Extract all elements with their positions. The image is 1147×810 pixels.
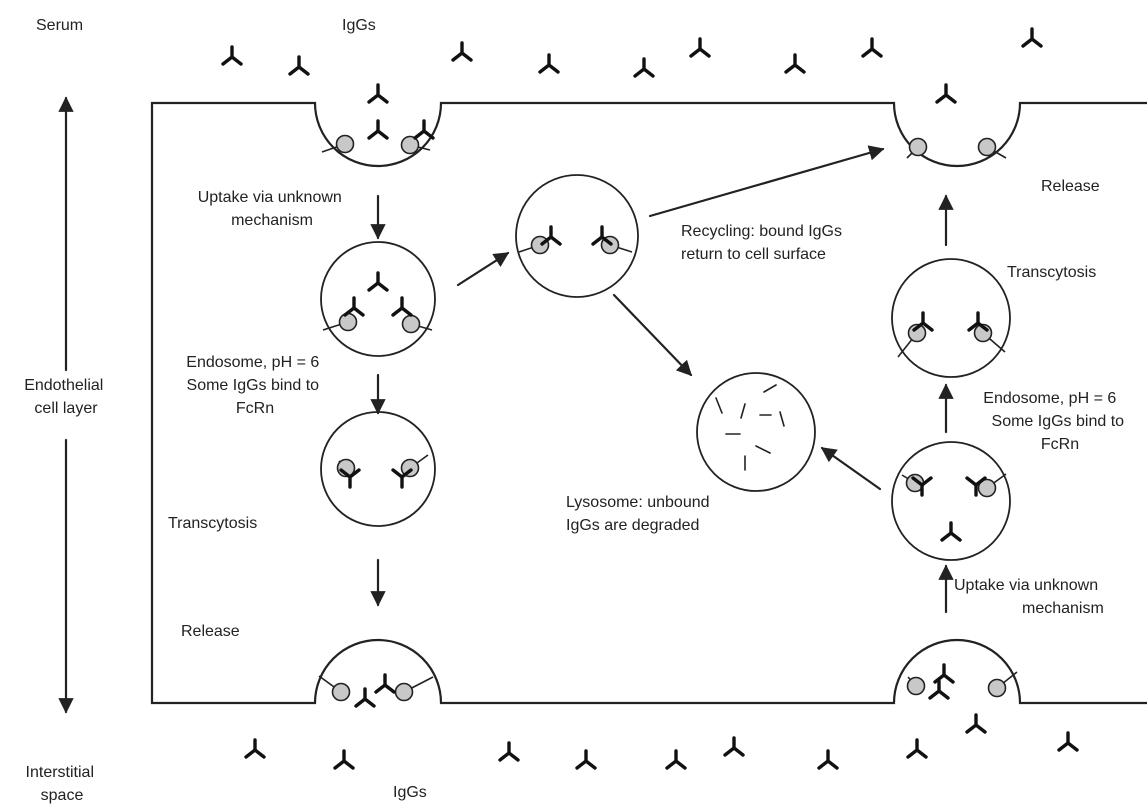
igg-antibody <box>723 736 745 757</box>
igg-antibody <box>784 53 806 74</box>
igg-antibody <box>451 41 473 62</box>
lysosome-label: Lysosome: unbound IgGs are degraded <box>566 494 714 534</box>
igg-antibody <box>1021 27 1043 48</box>
fcrn-receptor <box>977 137 1007 159</box>
right-release-label: Release <box>1041 178 1100 195</box>
right-endosome-label: Endosome, pH = 6 Some IgGs bind to FcRn <box>983 390 1128 453</box>
igg-antibody <box>591 225 613 246</box>
igg-antibody <box>391 296 413 317</box>
igg-top-label: IgGs <box>342 17 376 34</box>
fcrn-receptor <box>318 675 351 702</box>
fcrn-receptor <box>906 676 926 696</box>
arrow-to-recycling <box>456 251 510 287</box>
igg-antibody <box>965 713 987 734</box>
igg-antibody <box>861 37 883 58</box>
fcrn-receptor <box>906 137 928 159</box>
left-transcytosis-label: Transcytosis <box>168 515 257 532</box>
igg-antibody <box>967 311 989 332</box>
igg-antibody <box>498 741 520 762</box>
igg-antibody <box>817 749 839 770</box>
fcrn-receptor <box>987 671 1018 698</box>
igg-antibody <box>1057 731 1079 752</box>
igg-antibody <box>935 83 957 104</box>
igg-antibody <box>343 296 365 317</box>
igg-antibody <box>911 476 933 497</box>
igg-antibody <box>940 521 962 542</box>
igg-antibody <box>538 53 560 74</box>
vesicle-right-endosome <box>891 441 1011 561</box>
igg-antibody <box>633 57 655 78</box>
endothelial-label: Endothelial cell layer <box>24 377 108 417</box>
igg-antibody <box>244 738 266 759</box>
igg-antibody <box>374 673 396 694</box>
igg-antibody <box>413 119 435 140</box>
arrow-to-lysosome <box>612 293 693 377</box>
arrow-right-to-lysosome <box>820 446 882 491</box>
igg-antibody <box>354 687 376 708</box>
vesicle-left-endosome <box>320 241 436 357</box>
interstitial-label: Interstitial space <box>26 764 99 804</box>
right-uptake-label: Uptake via unknown mechanism <box>954 577 1104 617</box>
fcrn-receptor <box>394 676 434 702</box>
fcrn-receptor <box>321 134 355 154</box>
igg-antibody <box>933 663 955 684</box>
lysosome-fragments <box>715 384 785 471</box>
igg-antibody <box>339 468 361 489</box>
igg-antibody <box>965 476 987 497</box>
vesicle-recycling <box>515 174 639 298</box>
igg-antibody <box>391 468 413 489</box>
vesicle-right-transcytosis <box>891 258 1011 378</box>
fcrn-receptor <box>400 135 431 155</box>
left-endosome-label: Endosome, pH = 6 Some IgGs bind to FcRn <box>186 354 323 417</box>
arrow-recycling-to-surface <box>648 145 885 218</box>
igg-antibody <box>906 738 928 759</box>
igg-antibody <box>689 37 711 58</box>
right-transcytosis-label: Transcytosis <box>1007 264 1096 281</box>
vesicle-lysosome <box>696 372 816 492</box>
left-uptake-label: Uptake via unknown mechanism <box>198 189 347 229</box>
fcrn-receptors <box>318 134 1018 702</box>
cell-layer-outline <box>150 101 1147 705</box>
igg-antibody <box>928 679 950 700</box>
igg-antibody <box>367 119 389 140</box>
igg-antibody <box>221 45 243 66</box>
igg-bottom-label: IgGs <box>393 784 427 801</box>
fcrn-receptor <box>897 323 927 358</box>
recycling-label: Recycling: bound IgGs return to cell sur… <box>681 223 846 263</box>
igg-antibodies <box>221 27 1079 770</box>
fcrn-receptor <box>322 312 358 332</box>
igg-antibody <box>288 55 310 76</box>
igg-antibody <box>367 83 389 104</box>
igg-antibody <box>333 749 355 770</box>
left-release-label: Release <box>181 623 240 640</box>
fcrn-receptor <box>973 323 1006 353</box>
igg-antibody <box>665 749 687 770</box>
igg-antibody <box>367 271 389 292</box>
fcrn-receptor <box>977 473 1007 498</box>
igg-antibody <box>575 749 597 770</box>
igg-antibody <box>912 311 934 332</box>
igg-antibody <box>540 225 562 246</box>
serum-label: Serum <box>36 17 83 34</box>
